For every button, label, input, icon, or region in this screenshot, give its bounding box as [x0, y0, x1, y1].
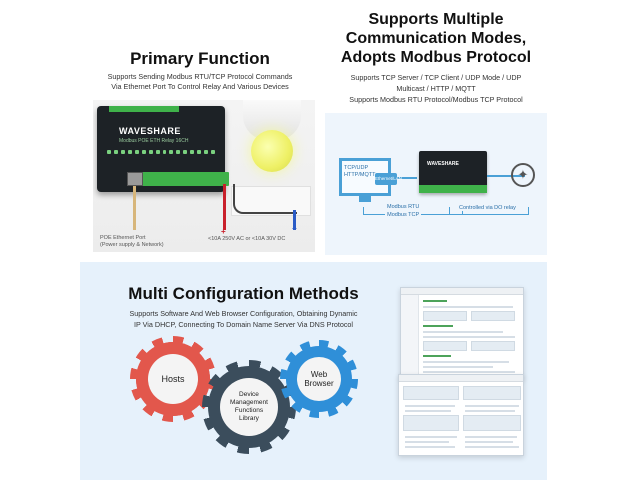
title-line: Supports Multiple	[368, 11, 504, 28]
lightbulb-icon: ✦	[511, 163, 535, 187]
caption-line: (Power supply & Network)	[100, 242, 164, 248]
relay-link	[487, 175, 525, 177]
load-wire	[233, 184, 297, 214]
configuration-desc: Supports Software And Web Browser Config…	[106, 308, 381, 330]
do-bracket	[449, 207, 529, 215]
library-line: Library	[239, 415, 259, 422]
positive-wire	[223, 184, 226, 230]
web-line: Web	[310, 370, 328, 379]
lan-badge: Ethernet/LAN	[375, 173, 402, 185]
desc-line: Supports Sending Modbus RTU/TCP Protocol…	[107, 72, 293, 81]
board-terminal	[419, 185, 487, 193]
top-terminal-strip	[109, 106, 179, 112]
device-brand: WAVESHARE	[119, 126, 181, 136]
protocol-line: HTTP/MQTT	[344, 172, 376, 178]
board-brand: WAVESHARE	[427, 161, 459, 167]
library-line: Device	[239, 391, 259, 398]
negative-wire	[293, 210, 296, 230]
software-config-screenshot	[398, 374, 524, 456]
window-titlebar	[401, 288, 523, 295]
bottom-terminal-strip	[133, 172, 229, 186]
device-model: Modbus POE ETH Relay 16CH	[119, 138, 189, 144]
library-line: Management	[230, 399, 268, 406]
desc-line: Supports Modbus RTU Protocol/Modbus TCP …	[349, 95, 523, 104]
desc-line: Multicast / HTTP / MQTT	[396, 84, 476, 93]
primary-function-title: Primary Function	[130, 49, 270, 68]
library-label: Device Management Functions Library	[220, 378, 278, 436]
desc-line: Via Ethernet Port To Control Relay And V…	[111, 82, 289, 91]
plus-mark: +	[221, 227, 226, 236]
web-browser-gear-icon: Web Browser	[280, 340, 358, 418]
modbus-line: Modbus RTU	[387, 204, 420, 210]
modbus-line: Modbus TCP	[387, 212, 420, 218]
title-line: Adopts Modbus Protocol	[340, 49, 532, 66]
ethernet-cable	[133, 186, 136, 230]
lamp-bulb	[251, 130, 293, 172]
desc-line: IP Via DHCP, Connecting To Domain Name S…	[133, 320, 354, 329]
web-browser-label: Web Browser	[297, 357, 341, 401]
communication-desc: Supports TCP Server / TCP Client / UDP M…	[325, 72, 547, 105]
ethernet-port	[127, 172, 143, 186]
load-caption: <10A 250V AC or <10A 30V DC	[208, 236, 286, 242]
minus-mark: −	[292, 224, 297, 233]
library-line: Functions	[234, 407, 264, 414]
protocol-label: TCP/UDP HTTP/MQTT	[344, 165, 375, 179]
led-row	[107, 150, 215, 160]
product-photo: WAVESHARE Modbus POE ETH Relay 16CH + − …	[93, 100, 315, 252]
primary-function-desc: Supports Sending Modbus RTU/TCP Protocol…	[80, 72, 320, 92]
communication-panel: Supports Multiple Communication Modes, A…	[325, 0, 547, 255]
hosts-gear-icon: Hosts	[130, 336, 216, 422]
communication-diagram: TCP/UDP HTTP/MQTT Ethernet/LAN WAVESHARE…	[325, 113, 547, 255]
web-line: Browser	[304, 379, 334, 388]
monitor-stand	[359, 196, 371, 202]
port-caption: POE Ethernet Port (Power supply & Networ…	[100, 235, 164, 249]
network-link	[391, 177, 417, 179]
protocol-line: TCP/UDP	[344, 165, 369, 171]
title-line: Communication Modes,	[345, 30, 527, 47]
caption-line: POE Ethernet Port	[100, 235, 146, 241]
hosts-label: Hosts	[148, 354, 198, 404]
library-gear-icon: Device Management Functions Library	[202, 360, 296, 454]
desc-line: Supports TCP Server / TCP Client / UDP M…	[350, 73, 522, 82]
do-relay-label: Controlled via DO relay	[457, 205, 518, 211]
window-sidebar	[401, 295, 419, 378]
modbus-label: Modbus RTU Modbus TCP	[385, 203, 422, 219]
web-config-screenshot	[400, 287, 524, 379]
desc-line: Supports Software And Web Browser Config…	[129, 309, 358, 318]
communication-title: Supports Multiple Communication Modes, A…	[325, 10, 547, 67]
lamp-stand	[231, 186, 311, 216]
configuration-panel: Multi Configuration Methods Supports Sof…	[80, 262, 547, 480]
relay-board-icon: WAVESHARE	[419, 151, 487, 193]
primary-function-panel: Primary Function Supports Sending Modbus…	[80, 40, 320, 255]
configuration-title: Multi Configuration Methods	[128, 284, 359, 303]
window-titlebar	[399, 375, 523, 382]
